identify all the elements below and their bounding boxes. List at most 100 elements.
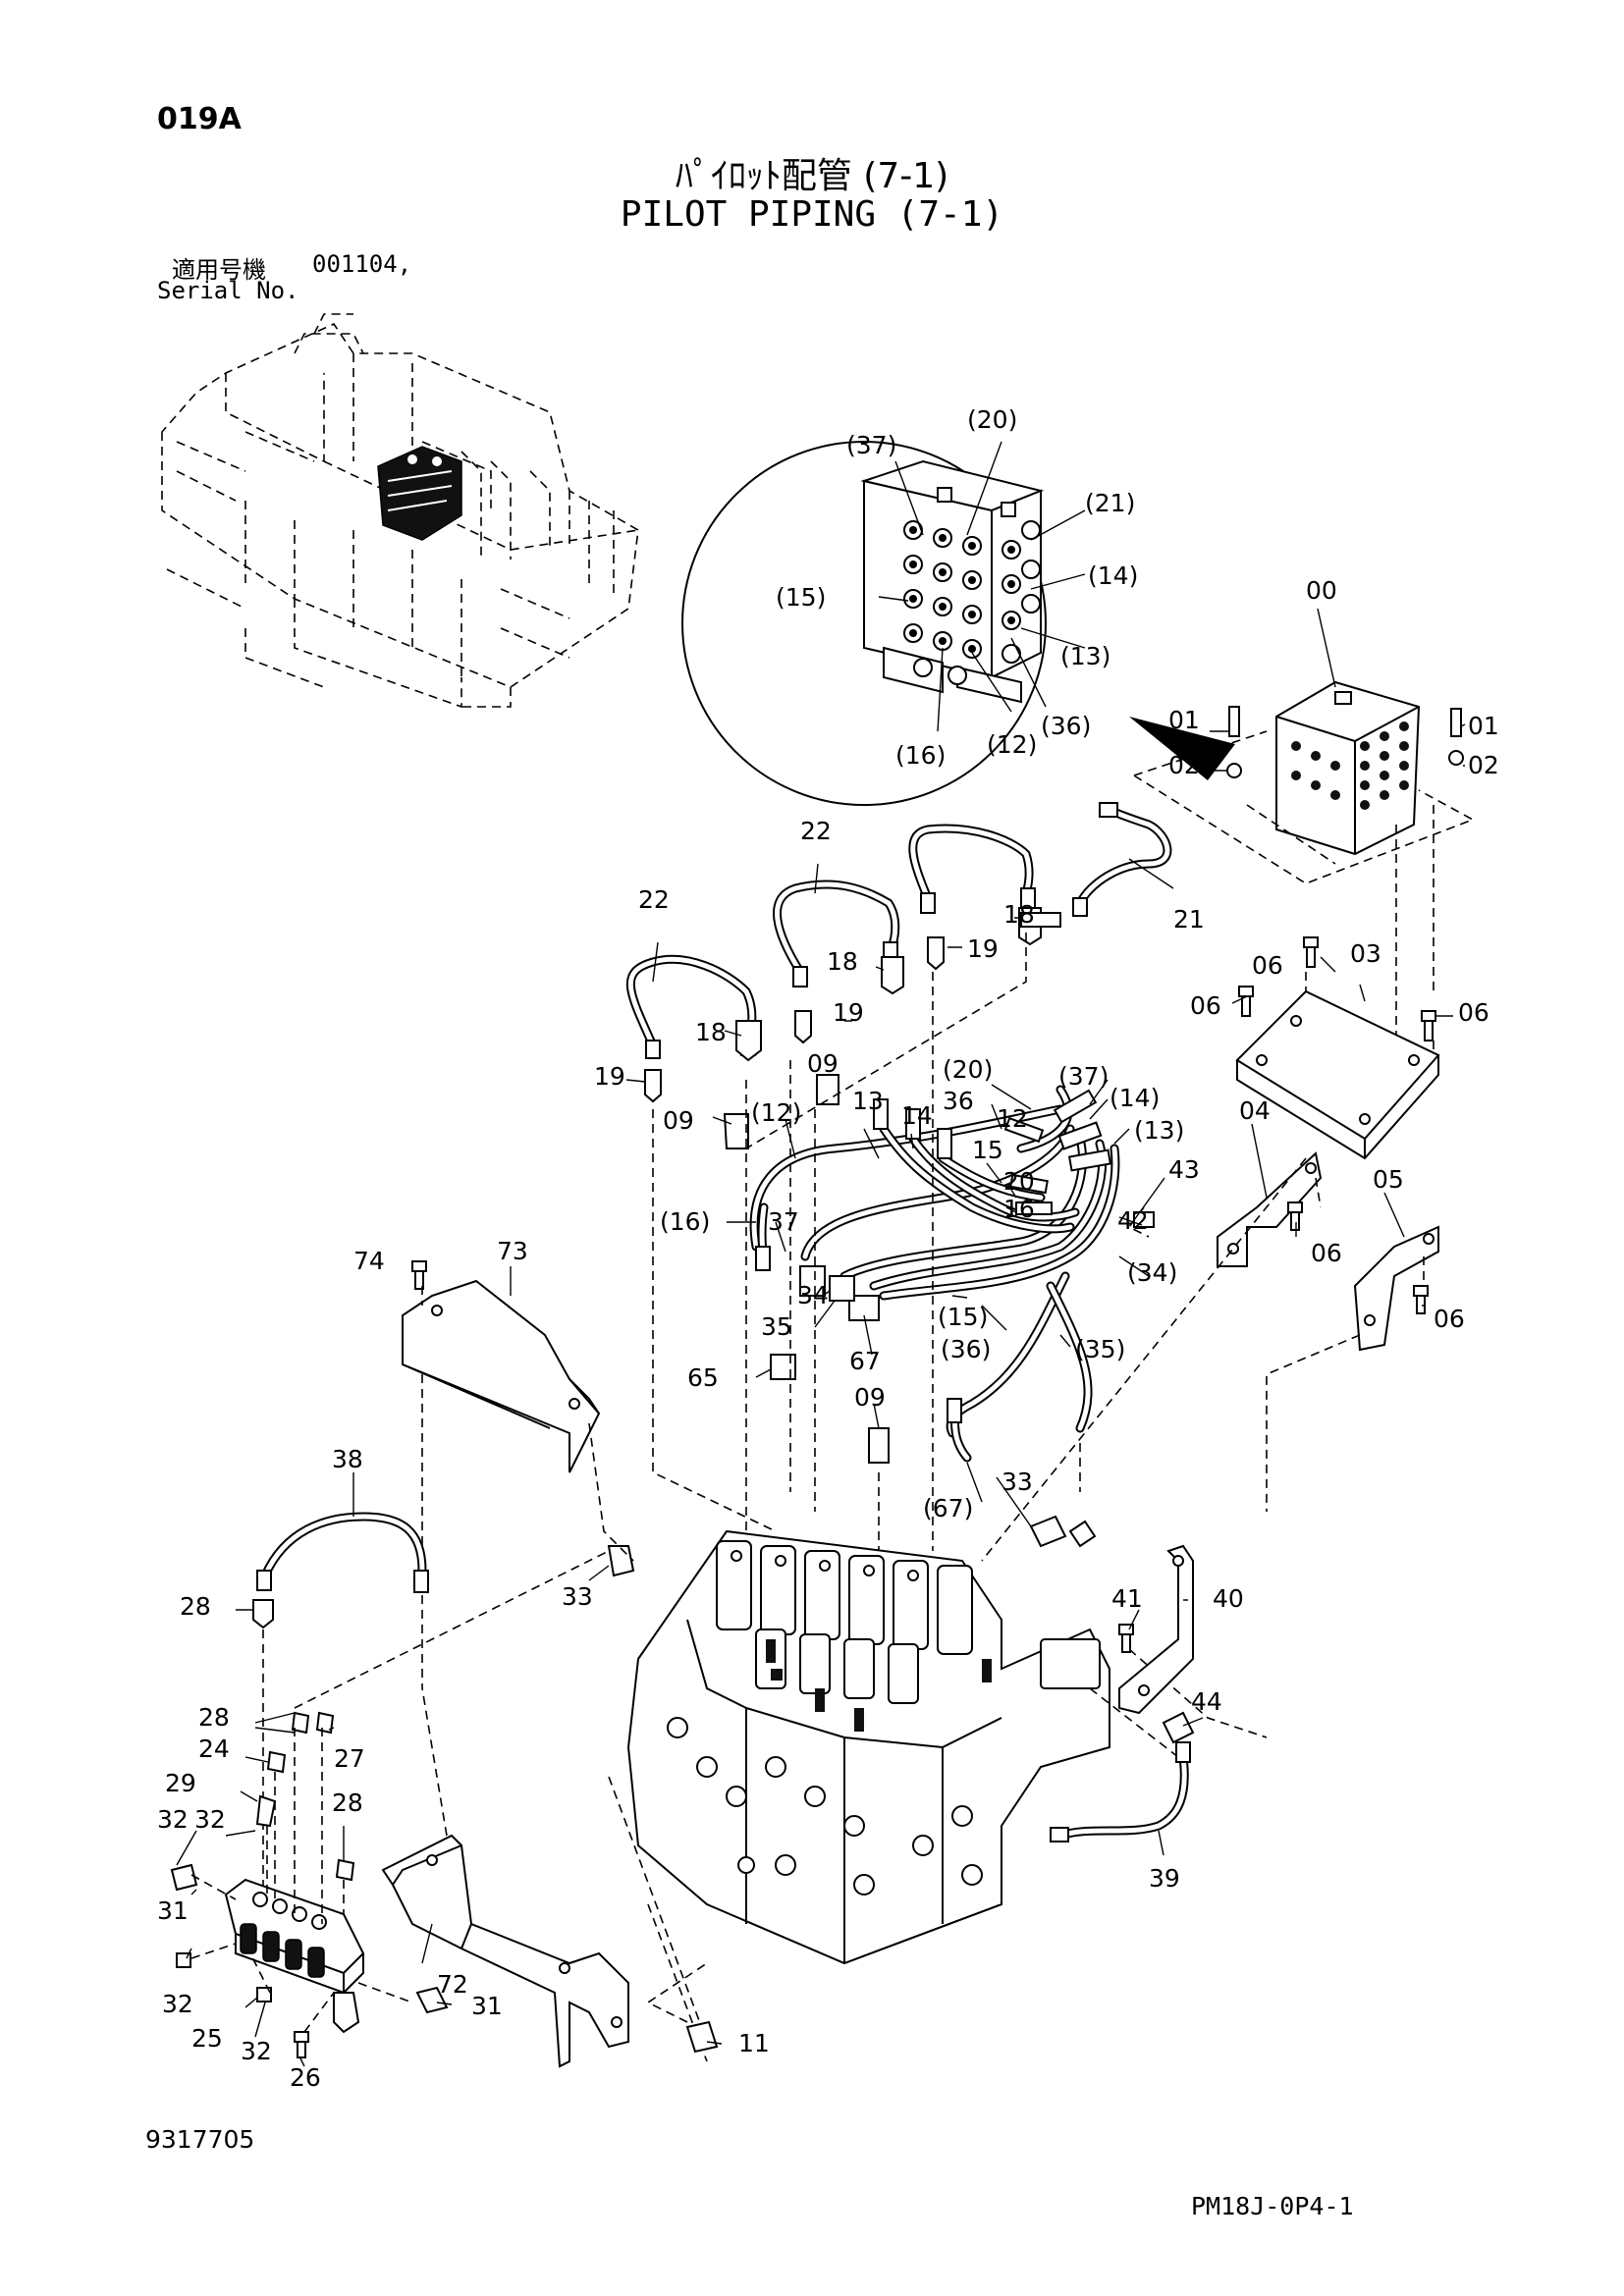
control-valve-location-marker (377, 446, 462, 541)
callout-01-left: 01 (1168, 706, 1200, 734)
leader-lines (176, 608, 1466, 2067)
page-title-japanese: ﾊﾟｲﾛｯﾄ配管 (7-1) (675, 156, 949, 196)
callouts-middle: 09 (12) 13 14 36 (20) (37) (14) 12 15 (1… (660, 1049, 1200, 1522)
callouts-bracket: 06 03 06 06 04 05 06 06 (1190, 939, 1489, 1333)
callout-00: 00 (1306, 576, 1337, 605)
callout-20-paren: (20) (943, 1055, 993, 1084)
callout-19-left: 19 (594, 1062, 625, 1091)
callout-02-right: 02 (1468, 751, 1499, 779)
callout-13-detail: (13) (1060, 642, 1110, 670)
pilot-valve-assembly (1133, 680, 1475, 1080)
callout-65: 65 (687, 1363, 719, 1392)
callout-15: 15 (972, 1136, 1003, 1164)
callout-15-paren: (15) (938, 1303, 988, 1331)
callouts-valve: 00 01 02 01 02 (1168, 576, 1499, 779)
drawing-number: 9317705 (145, 2125, 255, 2154)
callout-41: 41 (1111, 1584, 1143, 1613)
callout-16-paren: (16) (660, 1207, 710, 1236)
callout-32-lower: 32 (162, 1990, 193, 2018)
detail-view-circle (681, 441, 1235, 806)
callout-14-paren: (14) (1110, 1084, 1160, 1112)
callout-28-block: 28 (332, 1789, 363, 1817)
callout-09-bottom: 09 (854, 1383, 886, 1412)
callout-12-middle: (12) (751, 1098, 801, 1127)
hose-38 (252, 1512, 610, 1924)
callout-12: 12 (997, 1104, 1028, 1133)
callout-28-hose: 28 (180, 1592, 211, 1621)
callout-05: 05 (1373, 1165, 1404, 1194)
callout-12-detail: (12) (987, 730, 1037, 759)
callout-73: 73 (497, 1237, 528, 1265)
callout-09-left: 09 (663, 1106, 694, 1135)
callout-25: 25 (191, 2024, 223, 2053)
callout-32-bottom: 32 (241, 2037, 272, 2065)
bracket-72 (381, 1687, 629, 2068)
fittings-18-19 (644, 907, 1061, 1103)
callouts-detail: (37) (20) (21) (14) (15) (13) (16) (12) … (776, 405, 1138, 770)
page-code: 019A (157, 102, 242, 136)
callout-38: 38 (332, 1445, 363, 1473)
callout-39: 39 (1149, 1864, 1180, 1893)
callout-31-left: 31 (157, 1896, 189, 1925)
callout-36-paren: (36) (941, 1335, 991, 1363)
callout-34: 34 (797, 1281, 829, 1309)
cover-plate (402, 1260, 634, 1688)
callout-21-detail: (21) (1085, 489, 1135, 517)
callout-24: 24 (198, 1735, 230, 1763)
page-reference: PM18J-0P4-1 (1191, 2192, 1354, 2220)
callout-18-right: 18 (1003, 900, 1035, 929)
pilot-hoses-upper (625, 802, 1172, 1103)
callout-33-right: 33 (1001, 1468, 1033, 1496)
callout-14-detail: (14) (1088, 561, 1138, 590)
callout-74: 74 (353, 1247, 385, 1275)
machine-overview-illustration (161, 313, 639, 709)
callout-04: 04 (1239, 1096, 1271, 1125)
callout-06-left: 06 (1190, 991, 1221, 1020)
callout-16: 16 (1003, 1195, 1035, 1223)
callout-02-left: 02 (1168, 751, 1200, 779)
serial-label-english: Serial No. (157, 277, 299, 304)
serial-value: 001104, (312, 250, 412, 278)
callout-16-detail: (16) (895, 741, 946, 770)
callout-20: 20 (1003, 1167, 1035, 1196)
callout-44: 44 (1191, 1687, 1222, 1716)
callout-01-right: 01 (1468, 712, 1499, 740)
callout-18-left: 18 (695, 1018, 727, 1046)
callout-72: 72 (437, 1970, 468, 1999)
detail-valve-block (860, 459, 1045, 704)
callout-32-top: 32 (194, 1805, 226, 1834)
callout-06-right: 06 (1458, 998, 1489, 1027)
callout-06-bracket-04: 06 (1311, 1239, 1342, 1267)
callout-22-middle: 22 (800, 817, 832, 845)
callout-36-detail: (36) (1041, 712, 1091, 740)
callout-13: 13 (852, 1087, 884, 1115)
hose-39 (1050, 1711, 1195, 1842)
bolts-06 (1238, 936, 1436, 1314)
callout-37: 37 (768, 1207, 799, 1236)
callout-14: 14 (901, 1101, 933, 1130)
main-control-valve (608, 1529, 1268, 2062)
mounting-plate-and-brackets (1217, 936, 1440, 1512)
callout-19-right: 19 (967, 934, 999, 963)
callout-22-left: 22 (638, 885, 670, 914)
callout-21: 21 (1173, 905, 1205, 934)
callout-11: 11 (738, 2029, 770, 2057)
callout-35-paren: (35) (1075, 1335, 1125, 1363)
callout-06-bracket-05: 06 (1434, 1305, 1465, 1333)
callout-20-detail: (20) (967, 405, 1017, 434)
callout-67: 67 (849, 1347, 881, 1375)
bracket-40 (1118, 1544, 1194, 1715)
callouts-hoses-top: 22 22 21 18 19 18 19 18 19 (594, 817, 1205, 1091)
callout-13-paren: (13) (1134, 1116, 1184, 1145)
fitting-11 (646, 1962, 719, 2054)
callout-03: 03 (1350, 939, 1381, 968)
callout-09-top: 09 (807, 1049, 839, 1078)
callout-40: 40 (1213, 1584, 1244, 1613)
callout-06-top: 06 (1252, 951, 1283, 980)
callout-33-left: 33 (562, 1582, 593, 1611)
callout-37-detail: (37) (846, 431, 896, 459)
callout-35: 35 (761, 1312, 792, 1341)
callout-27: 27 (334, 1744, 365, 1773)
callout-32-left: 32 (157, 1805, 189, 1834)
